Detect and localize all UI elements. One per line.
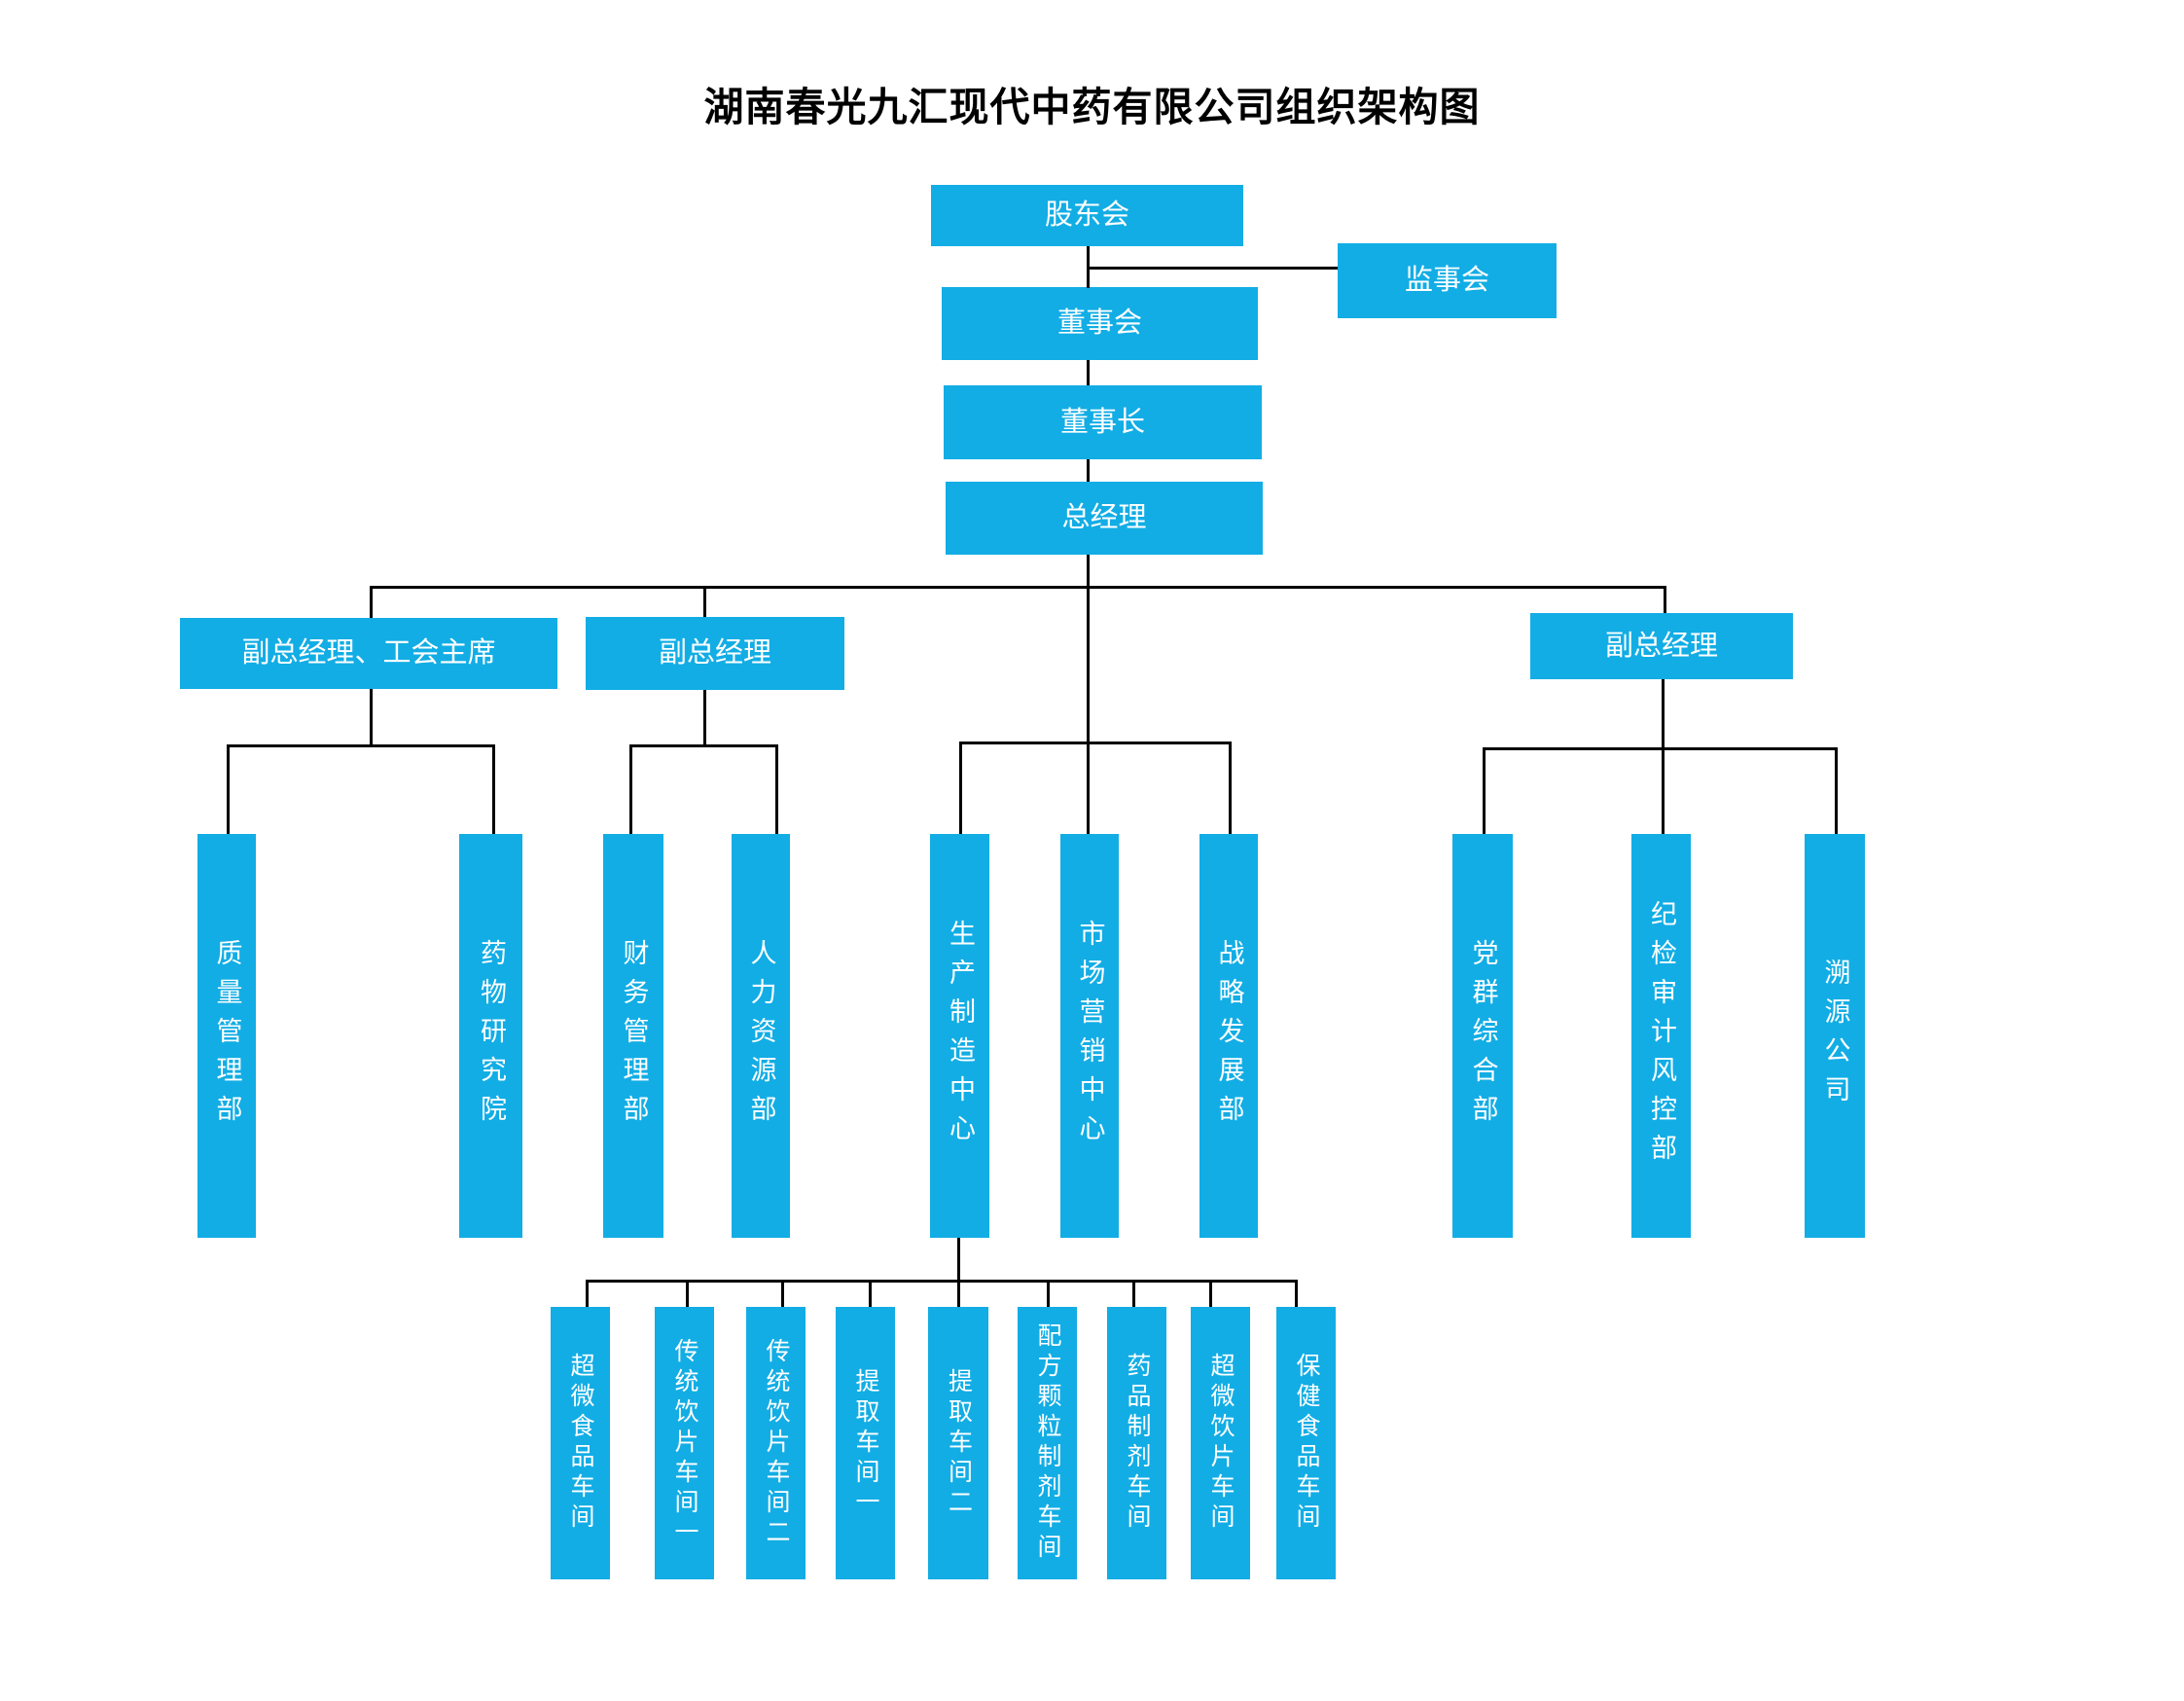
connector-line [227, 744, 230, 834]
connector-line [959, 742, 962, 834]
dept-label: 生产制造中心 [946, 919, 975, 1153]
workshop-formula-granule-preparation: 配方颗粒制剂车间 [1018, 1307, 1077, 1579]
dept-finance-management: 财务管理部 [603, 834, 663, 1238]
connector-line [370, 586, 1665, 589]
dept-traceability-company: 溯源公司 [1805, 834, 1865, 1238]
connector-line [775, 744, 778, 834]
workshop-label: 保健食品车间 [1293, 1353, 1320, 1534]
connector-line [629, 744, 632, 834]
connector-line [1483, 747, 1838, 750]
node-general-manager: 总经理 [946, 482, 1263, 555]
workshop-label: 传统饮片车间一 [671, 1337, 698, 1549]
node-supervisory-board: 监事会 [1338, 243, 1557, 318]
connector-line [869, 1280, 872, 1307]
connector-line [1087, 742, 1090, 834]
workshop-label: 提取车间一 [852, 1367, 879, 1519]
connector-line [586, 1280, 1298, 1283]
connector-line [957, 1238, 960, 1280]
dept-party-mass-comprehensive: 党群综合部 [1452, 834, 1513, 1238]
connector-line [1087, 360, 1090, 385]
connector-line [1132, 1280, 1135, 1307]
workshop-label: 超微食品车间 [567, 1353, 594, 1534]
workshop-label: 配方颗粒制剂车间 [1034, 1322, 1061, 1564]
connector-line [1662, 679, 1665, 747]
connector-line [957, 1280, 960, 1307]
connector-line [370, 586, 373, 618]
connector-line [686, 1280, 689, 1307]
dept-label: 人力资源部 [746, 938, 776, 1134]
connector-line [1087, 459, 1090, 482]
node-vp-3: 副总经理 [1530, 613, 1793, 679]
connector-line [1088, 267, 1338, 270]
connector-line [1229, 742, 1232, 834]
node-chairman: 董事长 [944, 385, 1262, 459]
connector-line [492, 744, 495, 834]
connector-line [1295, 1280, 1298, 1307]
connector-line [1087, 586, 1090, 742]
dept-label: 药物研究院 [477, 938, 506, 1134]
connector-line [227, 744, 495, 747]
dept-label: 市场营销中心 [1075, 919, 1105, 1153]
connector-line [1209, 1280, 1212, 1307]
workshop-label: 提取车间二 [945, 1367, 973, 1519]
dept-label: 党群综合部 [1468, 938, 1498, 1134]
workshop-extraction-1: 提取车间一 [836, 1307, 895, 1579]
dept-production-manufacturing-center: 生产制造中心 [930, 834, 989, 1238]
workshop-health-food: 保健食品车间 [1276, 1307, 1336, 1579]
dept-strategy-development: 战略发展部 [1199, 834, 1258, 1238]
dept-quality-management: 质量管理部 [197, 834, 256, 1238]
dept-label: 纪检审计风控部 [1647, 899, 1676, 1173]
dept-discipline-audit-risk-control: 纪检审计风控部 [1631, 834, 1691, 1238]
workshop-drug-preparation: 药品制剂车间 [1107, 1307, 1166, 1579]
dept-marketing-center: 市场营销中心 [1060, 834, 1119, 1238]
workshop-label: 药品制剂车间 [1124, 1353, 1151, 1534]
connector-line [1483, 747, 1486, 834]
workshop-label: 超微饮片车间 [1207, 1353, 1235, 1534]
connector-line [703, 586, 706, 617]
node-vp-union-chairman: 副总经理、工会主席 [180, 618, 557, 689]
connector-line [959, 742, 1232, 744]
workshop-extraction-2: 提取车间二 [928, 1307, 988, 1579]
workshop-traditional-decoction-pieces-2: 传统饮片车间二 [746, 1307, 806, 1579]
page-title: 湖南春光九汇现代中药有限公司组织架构图 [703, 85, 1481, 129]
node-board-of-directors: 董事会 [942, 287, 1258, 360]
connector-line [586, 1280, 589, 1307]
connector-line [1087, 555, 1090, 586]
workshop-ultrafine-decoction-pieces: 超微饮片车间 [1191, 1307, 1250, 1579]
connector-line [1664, 586, 1666, 613]
connector-line [781, 1280, 784, 1307]
dept-label: 质量管理部 [212, 938, 242, 1134]
node-shareholders-meeting: 股东会 [931, 185, 1243, 246]
workshop-label: 传统饮片车间二 [763, 1337, 790, 1549]
workshop-ultrafine-food: 超微食品车间 [551, 1307, 610, 1579]
connector-line [1835, 747, 1838, 834]
dept-human-resources: 人力资源部 [732, 834, 790, 1238]
dept-label: 财务管理部 [619, 938, 649, 1134]
dept-label: 战略发展部 [1214, 938, 1244, 1134]
workshop-traditional-decoction-pieces-1: 传统饮片车间一 [655, 1307, 714, 1579]
dept-label: 溯源公司 [1820, 958, 1850, 1114]
connector-line [370, 689, 373, 744]
connector-line [629, 744, 778, 747]
dept-drug-research-institute: 药物研究院 [459, 834, 522, 1238]
node-vp-2: 副总经理 [586, 617, 844, 690]
connector-line [1047, 1280, 1050, 1307]
connector-line [703, 690, 706, 744]
connector-line [1662, 747, 1665, 834]
